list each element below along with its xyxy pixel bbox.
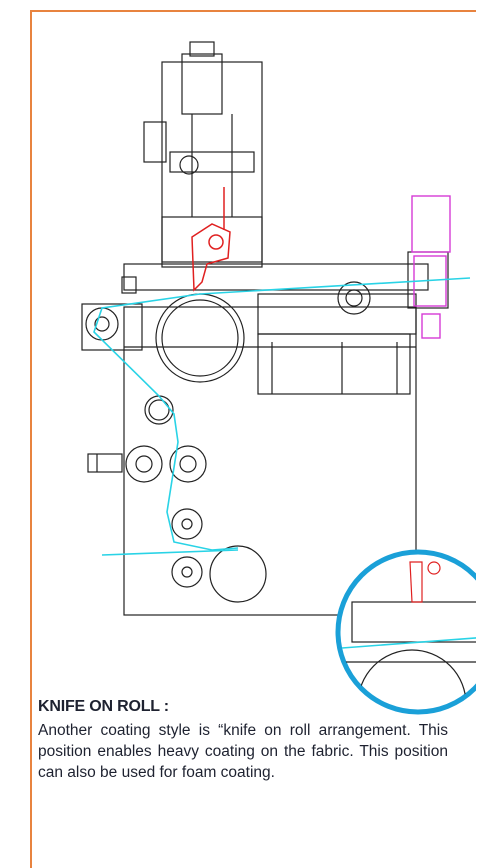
knife-on-roll-machine-drawing — [81, 41, 476, 715]
section-heading: KNIFE ON ROLL : — [38, 698, 169, 715]
drive-motor — [411, 195, 451, 339]
fabric-path — [93, 277, 471, 556]
machine-frame — [81, 41, 449, 616]
knife-on-roll-caption: KNIFE ON ROLL : Another coating style is… — [38, 698, 448, 783]
coating-knife — [191, 187, 231, 292]
page-frame: KNIFE ON ROLL : Another coating style is… — [30, 10, 476, 868]
section-body: Another coating style is “knife on roll … — [38, 722, 448, 781]
